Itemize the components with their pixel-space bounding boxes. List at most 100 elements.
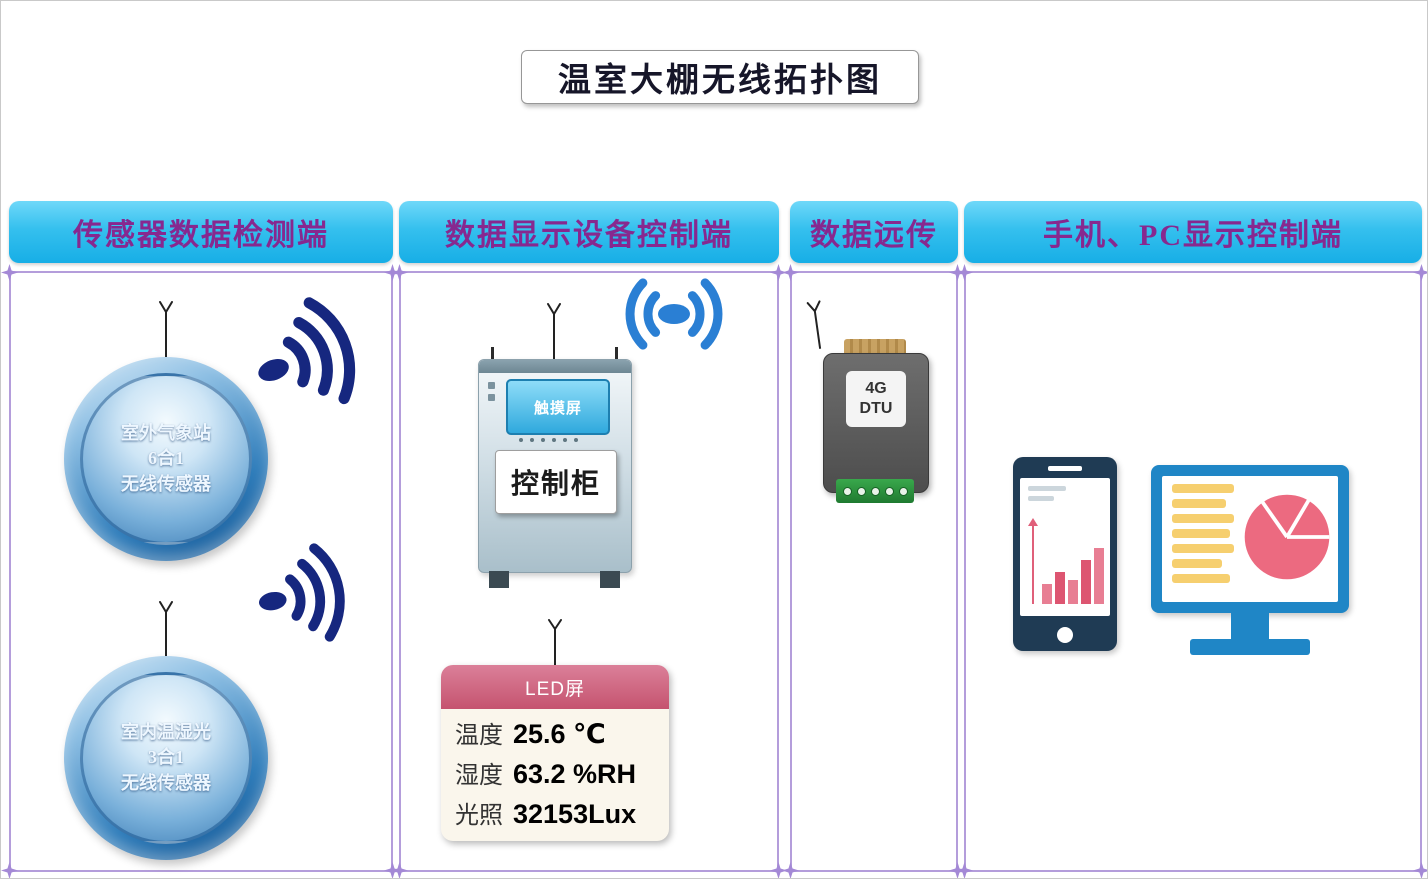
- cabinet-indicator-icon: [488, 394, 495, 401]
- antenna-icon: [805, 298, 828, 355]
- phone-home-button: [1057, 627, 1073, 643]
- monitor-screen: [1162, 476, 1338, 602]
- antenna-icon: [158, 299, 174, 362]
- led-row-light: 光照 32153Lux: [455, 795, 655, 835]
- wireless-broadcast-icon: [599, 278, 749, 350]
- temperature-value: 25.6 ℃: [513, 719, 606, 749]
- humidity-label: 湿度: [455, 763, 503, 789]
- monitor-stand: [1231, 613, 1269, 639]
- column-header-display-label: 数据显示设备控制端: [445, 219, 733, 252]
- corner-ornament-icon: [782, 264, 799, 281]
- touch-screen: 触摸屏: [506, 379, 610, 435]
- bar-chart-axis: [1028, 518, 1038, 604]
- monitor-text-line: [1172, 514, 1234, 523]
- outdoor-sensor-label: 室外气象站 6合1 无线传感器: [121, 421, 211, 497]
- monitor-text-line: [1172, 559, 1222, 568]
- monitor-base: [1190, 639, 1310, 655]
- bar-chart-icon: [1042, 548, 1104, 604]
- cabinet-leg: [600, 571, 620, 588]
- cabinet-nameplate-label: 控制柜: [510, 469, 601, 500]
- led-panel-title: LED屏: [525, 678, 585, 700]
- led-row-temperature: 温度 25.6 ℃: [455, 715, 655, 755]
- monitor-text-line: [1172, 499, 1226, 508]
- indoor-sensor-line2: 3合1: [148, 747, 184, 768]
- terminal-pin: [856, 486, 866, 496]
- cabinet-vent-dots: [519, 438, 578, 442]
- indoor-sensor-line3: 无线传感器: [121, 772, 211, 793]
- antenna-icon: [547, 617, 563, 672]
- led-readings: 温度 25.6 ℃ 湿度 63.2 %RH 光照 32153Lux: [441, 709, 669, 835]
- monitor-text-line: [1172, 484, 1234, 493]
- phone-text-line: [1028, 486, 1066, 491]
- dtu-device: 4G DTU: [805, 298, 939, 509]
- column-header-display: 数据显示设备控制端: [399, 201, 779, 263]
- dtu-connector: [844, 339, 906, 355]
- led-row-humidity: 湿度 63.2 %RH: [455, 755, 655, 795]
- outdoor-sensor-body: 室外气象站 6合1 无线传感器: [80, 373, 252, 545]
- cabinet-nameplate: 控制柜: [495, 450, 617, 514]
- terminal-pin: [898, 486, 908, 496]
- temperature-label: 温度: [455, 723, 503, 749]
- light-value: 32153Lux: [513, 799, 637, 829]
- terminal-pin: [842, 486, 852, 496]
- cabinet-top-strip: [479, 360, 631, 373]
- corner-ornament-icon: [1, 862, 18, 878]
- indoor-sensor-node: 室内温湿光 3合1 无线传感器: [64, 656, 268, 860]
- outdoor-sensor-line3: 无线传感器: [121, 473, 211, 494]
- column-header-sensor: 传感器数据检测端: [9, 201, 393, 263]
- led-display-panel: LED屏 温度 25.6 ℃ 湿度 63.2 %RH 光照 32153Lux: [441, 665, 669, 841]
- smartphone-illustration: [1013, 457, 1117, 651]
- corner-ornament-icon: [391, 862, 408, 878]
- column-header-sensor-label: 传感器数据检测端: [73, 219, 329, 252]
- dtu-body: 4G DTU: [823, 353, 929, 493]
- monitor-text-line: [1172, 574, 1230, 583]
- column-header-remote-label: 数据远传: [810, 219, 938, 252]
- column-header-client: 手机、PC显示控制端: [964, 201, 1422, 263]
- terminal-pin: [884, 486, 894, 496]
- pc-monitor-illustration: [1151, 465, 1349, 655]
- led-panel-header: LED屏: [441, 665, 669, 709]
- cabinet-body: 触摸屏 控制柜: [478, 359, 632, 573]
- antenna-icon: [158, 599, 174, 662]
- diagram-title: 温室大棚无线拓扑图: [558, 63, 882, 99]
- phone-screen: [1020, 478, 1110, 616]
- control-cabinet: 触摸屏 控制柜: [477, 301, 632, 591]
- corner-ornament-icon: [1413, 264, 1427, 281]
- touch-screen-label: 触摸屏: [533, 399, 582, 417]
- dtu-label-line2: DTU: [859, 400, 893, 417]
- monitor-text-line: [1172, 529, 1230, 538]
- cabinet-indicator-icon: [488, 382, 495, 389]
- outdoor-sensor-line2: 6合1: [148, 448, 184, 469]
- wifi-signal-icon: [239, 538, 388, 655]
- terminal-pin: [870, 486, 880, 496]
- indoor-sensor-line1: 室内温湿光: [121, 722, 211, 743]
- corner-ornament-icon: [956, 264, 973, 281]
- corner-ornament-icon: [956, 862, 973, 878]
- corner-ornament-icon: [1413, 862, 1427, 878]
- corner-ornament-icon: [782, 862, 799, 878]
- corner-ornament-icon: [391, 264, 408, 281]
- light-label: 光照: [455, 803, 503, 829]
- cabinet-ear-icon: [491, 347, 494, 360]
- diagram-title-box: 温室大棚无线拓扑图: [521, 50, 919, 104]
- cabinet-ear-icon: [615, 347, 618, 360]
- cabinet-leg: [489, 571, 509, 588]
- column-header-client-label: 手机、PC显示控制端: [1043, 219, 1343, 252]
- column-header-remote: 数据远传: [790, 201, 958, 263]
- monitor-text-line: [1172, 544, 1234, 553]
- phone-text-line: [1028, 496, 1054, 501]
- corner-ornament-icon: [1, 264, 18, 281]
- humidity-value: 63.2 %RH: [513, 759, 637, 789]
- monitor-frame: [1151, 465, 1349, 613]
- dtu-label-line1: 4G: [865, 380, 887, 397]
- indoor-sensor-body: 室内温湿光 3合1 无线传感器: [80, 672, 252, 844]
- pie-chart-icon: [1240, 490, 1334, 584]
- outdoor-sensor-line1: 室外气象站: [121, 423, 211, 444]
- wifi-signal-icon: [239, 284, 398, 429]
- phone-speaker: [1048, 466, 1082, 471]
- antenna-icon: [546, 301, 562, 364]
- dtu-label: 4G DTU: [846, 371, 906, 427]
- dtu-terminal-block: [836, 479, 914, 503]
- indoor-sensor-label: 室内温湿光 3合1 无线传感器: [121, 720, 211, 796]
